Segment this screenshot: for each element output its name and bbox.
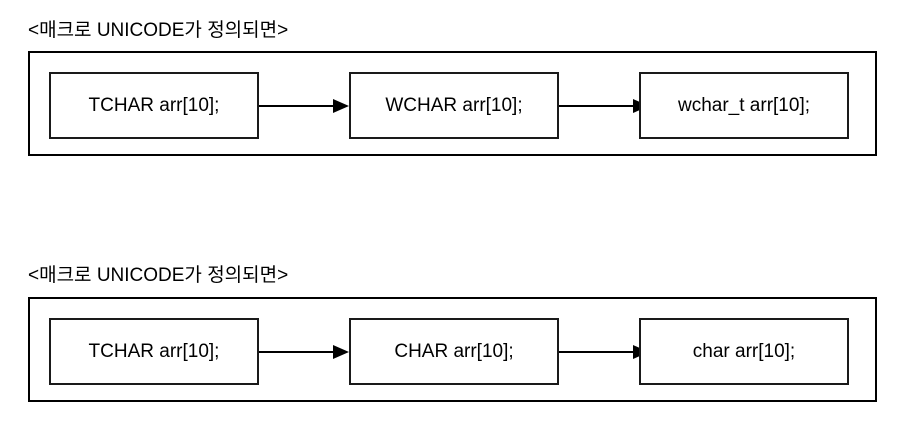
- section-title: <매크로 UNICODE가 정의되면>: [28, 265, 289, 286]
- flow-box-wchar: WCHAR arr[10];: [349, 72, 559, 139]
- arrow-head: [333, 98, 349, 113]
- arrow-head: [333, 344, 349, 359]
- arrow-right-icon: [559, 344, 649, 359]
- arrow-right-icon: [559, 98, 649, 113]
- section-title: <매크로 UNICODE가 정의되면>: [28, 20, 289, 41]
- arrow-shaft: [259, 350, 335, 353]
- arrow-right-icon: [259, 98, 349, 113]
- flow-box-char-upper: CHAR arr[10];: [349, 318, 559, 385]
- arrow-shaft: [559, 104, 635, 107]
- flow-box-label: TCHAR arr[10];: [88, 94, 220, 116]
- flow-frame: TCHAR arr[10]; WCHAR arr[10]; wchar_t ar…: [28, 51, 877, 156]
- flow-box-label: WCHAR arr[10];: [385, 94, 523, 116]
- flow-box-label: TCHAR arr[10];: [88, 340, 220, 362]
- arrow-right-icon: [259, 344, 349, 359]
- arrow-shaft: [559, 350, 635, 353]
- flow-box-tchar: TCHAR arr[10];: [49, 318, 259, 385]
- flow-box-label: CHAR arr[10];: [394, 340, 514, 362]
- arrow-shaft: [259, 104, 335, 107]
- flow-box-label: wchar_t arr[10];: [678, 94, 810, 116]
- flow-box-wchar-t: wchar_t arr[10];: [639, 72, 849, 139]
- flow-box-label: char arr[10];: [692, 340, 796, 362]
- flow-box-tchar: TCHAR arr[10];: [49, 72, 259, 139]
- flow-box-char-lower: char arr[10];: [639, 318, 849, 385]
- flow-frame: TCHAR arr[10]; CHAR arr[10]; char arr[10…: [28, 297, 877, 402]
